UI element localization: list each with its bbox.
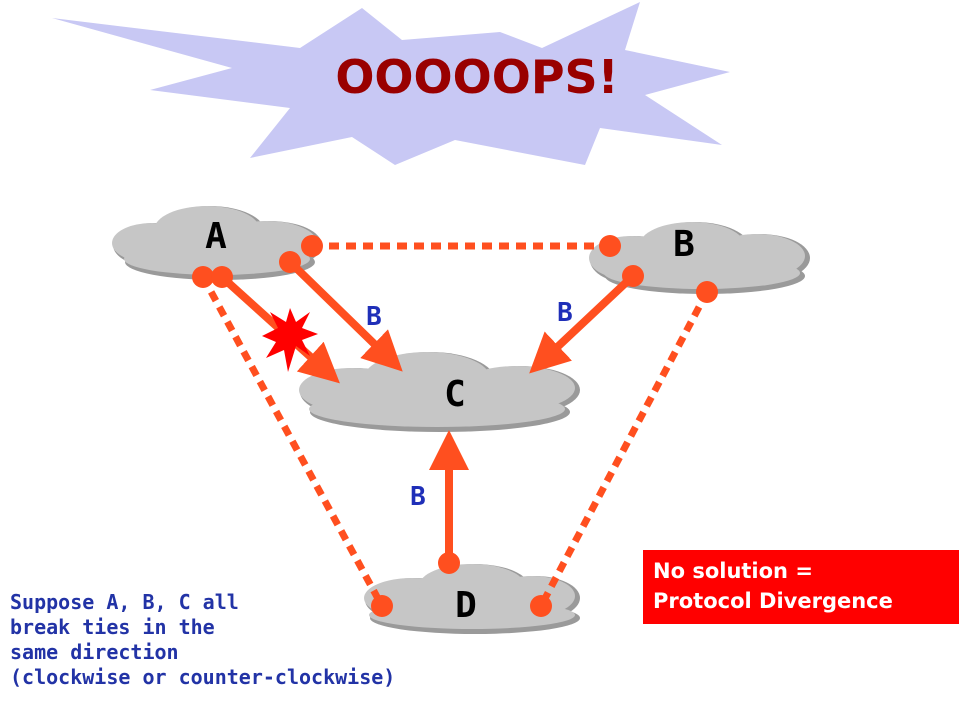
port-dot	[696, 281, 718, 303]
edge-label-a-c: B	[366, 302, 382, 332]
failure-burst-icon	[262, 308, 318, 372]
port-dot	[279, 251, 301, 273]
note-line: (clockwise or counter-clockwise)	[10, 665, 396, 689]
dashed-link-a-d	[199, 275, 386, 608]
cloud-node-c	[299, 352, 580, 432]
port-dot	[622, 265, 644, 287]
dashed-link-b-d	[537, 290, 711, 608]
node-label-d: D	[455, 585, 477, 626]
port-dot	[530, 595, 552, 617]
arrow-b-to-c	[529, 273, 636, 374]
port-dot	[211, 266, 233, 288]
banner-title: OOOOOPS!	[335, 50, 618, 104]
cloud-node-b	[589, 222, 810, 294]
note-line: same direction	[10, 640, 179, 664]
callout-line: No solution =	[653, 559, 813, 583]
port-dot	[371, 595, 393, 617]
node-label-c: C	[444, 374, 466, 415]
arrow-a-to-c	[287, 259, 403, 372]
node-label-b: B	[673, 224, 695, 265]
node-label-a: A	[205, 216, 227, 257]
assumption-note: Suppose A, B, C all break ties in the sa…	[10, 590, 530, 690]
note-line: break ties in the	[10, 615, 215, 639]
port-dot	[599, 235, 621, 257]
edge-label-b-c: B	[557, 298, 573, 328]
note-line: Suppose A, B, C all	[10, 590, 239, 614]
edge-label-d-c: B	[410, 482, 426, 512]
callout-line: Protocol Divergence	[653, 589, 893, 613]
cloud-node-d	[364, 564, 580, 634]
port-dot	[192, 266, 214, 288]
banner-starburst	[52, 2, 730, 165]
port-dot	[438, 552, 460, 574]
cloud-node-a	[112, 206, 322, 280]
divergence-callout: No solution = Protocol Divergence	[643, 550, 959, 624]
port-dot	[301, 235, 323, 257]
